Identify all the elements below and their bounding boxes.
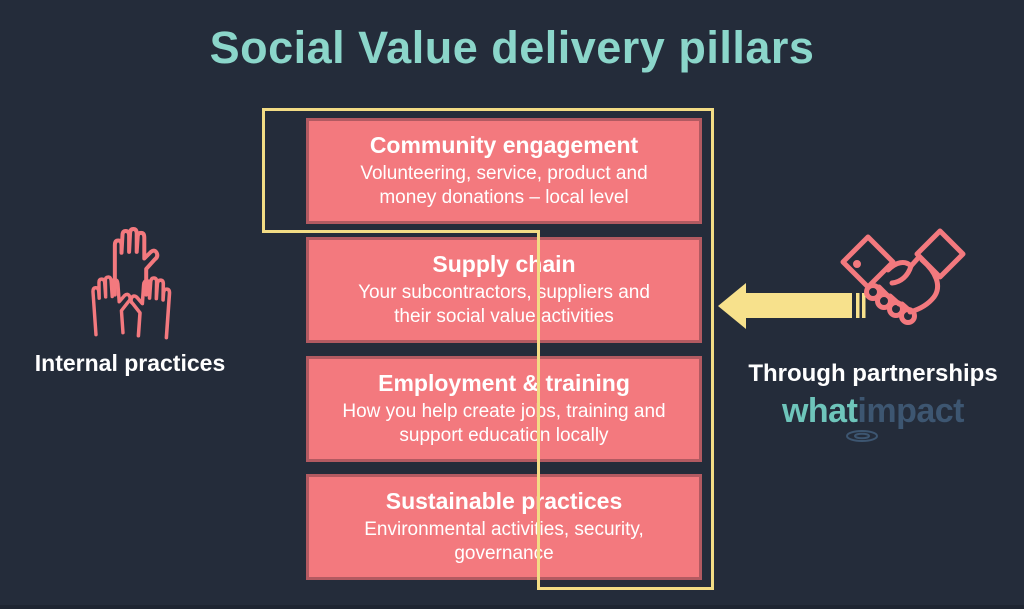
pillar-body: Your subcontractors, suppliers and their… [358,282,650,328]
through-partnerships-label: Through partnerships [748,360,998,387]
whatimpact-logo: whatimpact [723,392,1023,442]
left-arrow-icon [718,283,866,329]
page-title: Social Value delivery pillars [209,22,815,73]
logo-impact: impact [846,392,965,442]
pillar-community-engagement: Community engagement Volunteering, servi… [306,118,702,224]
logo-impact-text: impact [857,392,965,430]
internal-practices-label: Internal practices [34,350,226,376]
pillar-body: How you help create jobs, training and s… [342,401,666,447]
pillar-heading: Employment & training [378,369,630,396]
pillar-heading: Sustainable practices [385,487,623,514]
pillar-heading: Supply chain [432,250,576,277]
pillar-sustainable-practices: Sustainable practices Environmental acti… [306,474,702,580]
pillar-body: Volunteering, service, product and money… [360,163,648,209]
pillar-supply-chain: Supply chain Your subcontractors, suppli… [306,237,702,343]
logo-what: what [781,392,858,430]
bottom-edge-strip [0,605,1024,609]
pillar-body: Environmental activities, security, gove… [364,519,644,565]
raised-hands-icon [91,227,172,340]
ripple-icon [846,430,879,442]
pillar-heading: Community engagement [369,131,639,158]
pillar-employment-training: Employment & training How you help creat… [306,356,702,462]
handshake-icon [840,228,966,325]
